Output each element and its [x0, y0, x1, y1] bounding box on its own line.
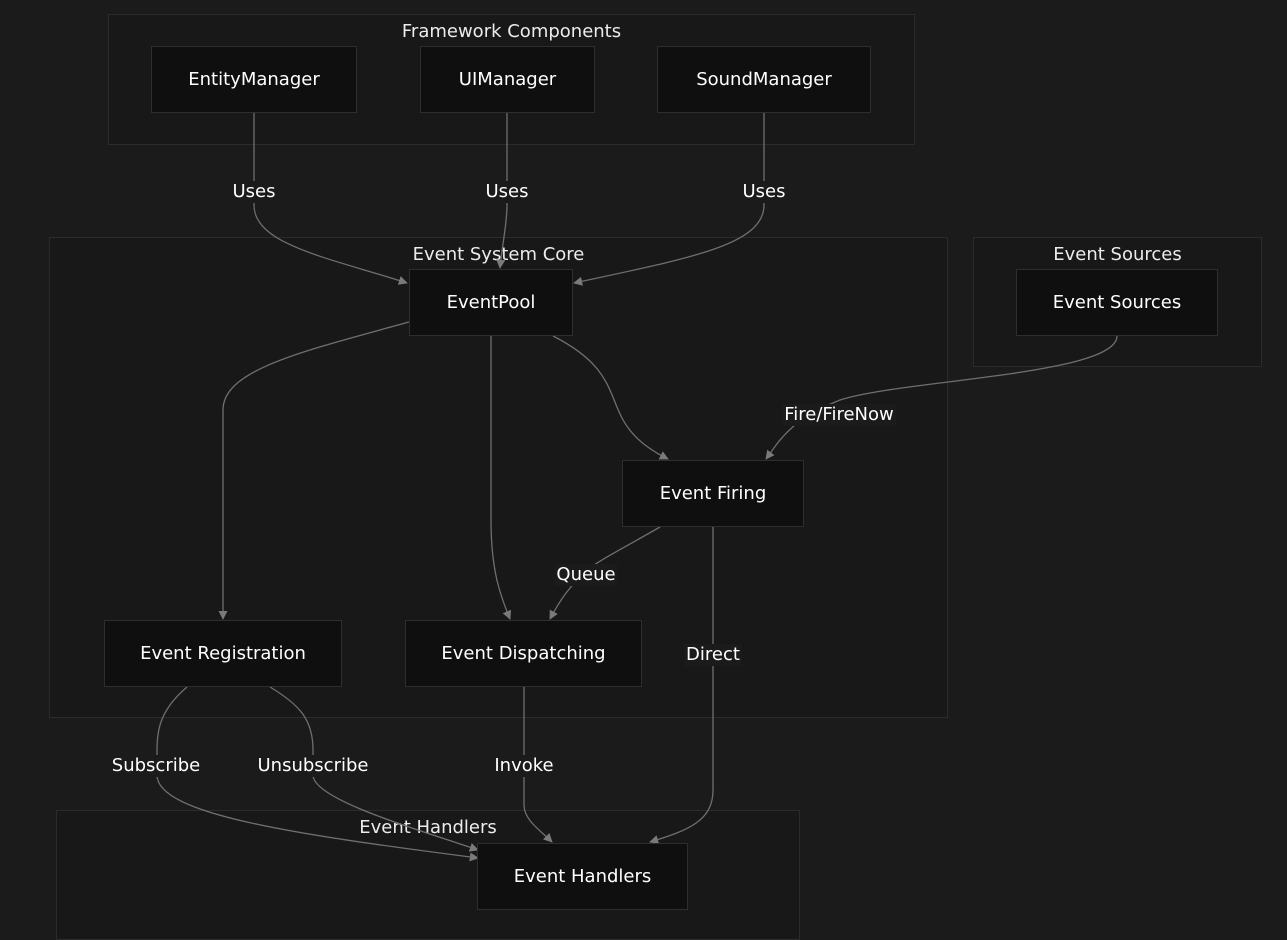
- edge-label-unsubscribe: Unsubscribe: [255, 755, 371, 777]
- edge-pool-registration: [218, 321, 410, 620]
- node-event-sources[interactable]: Event Sources: [1016, 269, 1218, 336]
- edge-label-direct: Direct: [684, 644, 742, 666]
- node-event-dispatching[interactable]: Event Dispatching: [405, 620, 642, 687]
- edge-label-uses-entity: Uses: [230, 181, 278, 203]
- edge-label-queue: Queue: [554, 564, 618, 586]
- node-entity-manager[interactable]: EntityManager: [151, 46, 357, 113]
- node-event-firing[interactable]: Event Firing: [622, 460, 804, 527]
- node-event-registration[interactable]: Event Registration: [104, 620, 342, 687]
- node-event-pool[interactable]: EventPool: [409, 269, 573, 336]
- cluster-title: Event Sources: [1053, 244, 1182, 265]
- edge-label-invoke: Invoke: [492, 755, 556, 777]
- edge-entity-uses: [253, 113, 408, 285]
- edge-sources-firing: [765, 335, 1118, 460]
- cluster-title: Framework Components: [401, 21, 622, 42]
- edge-ui-uses: [496, 113, 508, 269]
- edge-sound-uses: [573, 113, 765, 286]
- edge-label-uses-sound: Uses: [740, 181, 788, 203]
- edge-label-fire: Fire/FireNow: [782, 404, 896, 426]
- cluster-title: Event System Core: [412, 244, 585, 265]
- edge-pool-firing: [552, 335, 669, 460]
- edge-pool-dispatching: [490, 336, 512, 620]
- edge-label-uses-ui: Uses: [483, 181, 531, 203]
- edge-firing-handlers: [649, 527, 714, 845]
- edge-registration-unsubscribe: [269, 686, 479, 852]
- edge-dispatching-invoke: [523, 687, 553, 843]
- edge-registration-subscribe: [156, 686, 479, 862]
- node-event-handlers[interactable]: Event Handlers: [477, 843, 688, 910]
- edge-label-subscribe: Subscribe: [109, 755, 203, 777]
- node-ui-manager[interactable]: UIManager: [420, 46, 595, 113]
- node-sound-manager[interactable]: SoundManager: [657, 46, 871, 113]
